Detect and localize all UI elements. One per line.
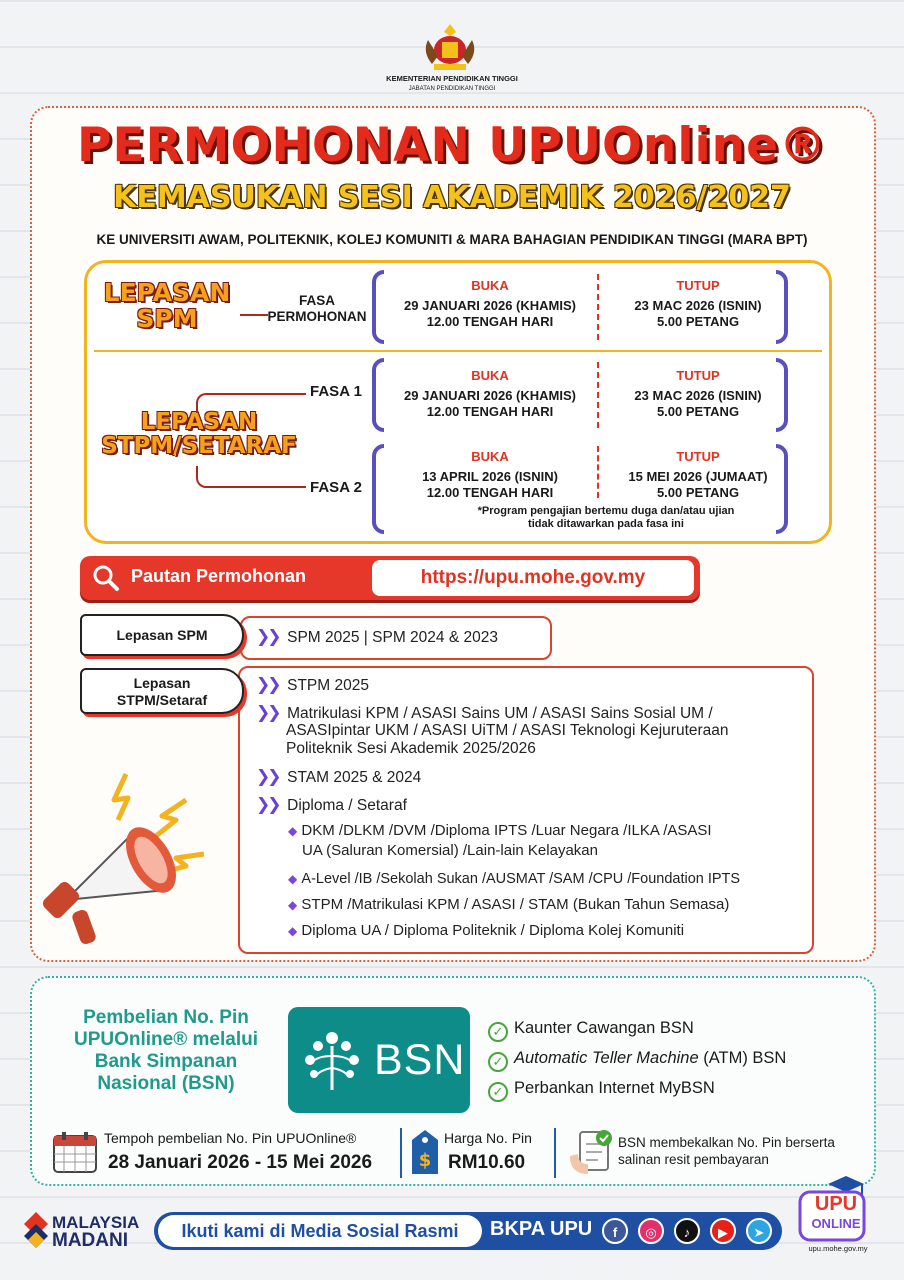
list-item-cont: ASASIpintar UKM / ASASI UiTM / ASASI Tek… — [286, 722, 729, 739]
search-icon — [93, 565, 119, 591]
bracket-left — [372, 444, 384, 534]
tag-lepasan-stpm: LEPASAN STPM/SETARAF — [101, 409, 297, 460]
chevron-right-icon: ❯❯ — [256, 767, 281, 786]
receipt-icon — [570, 1130, 612, 1174]
list-item: ❯❯ STPM 2025 — [256, 675, 369, 695]
tag-qual-stpm: Lepasan STPM/Setaraf — [80, 668, 244, 714]
application-url-link[interactable]: https://upu.mohe.gov.my — [372, 560, 694, 596]
list-item: ❯❯ Matrikulasi KPM / ASASI Sains UM / AS… — [256, 703, 713, 723]
channel-item: ✓Kaunter Cawangan BSN — [488, 1018, 694, 1042]
bracket-right — [776, 358, 788, 432]
diamond-bullet-icon: ◆ — [288, 824, 298, 838]
spm-open: BUKA 29 JANUARI 2026 (KHAMIS) 12.00 TENG… — [404, 278, 576, 329]
ministry-name: KEMENTERIAN PENDIDIKAN TINGGI JABATAN PE… — [386, 74, 518, 92]
list-item: ❯❯ Diploma / Setaraf — [256, 795, 407, 815]
phase-label-fasa2: FASA 2 — [310, 479, 362, 496]
tag-lepasan-spm: LEPASAN SPM — [103, 278, 231, 334]
youtube-icon[interactable]: ▶ — [710, 1218, 736, 1244]
malaysia-madani-logo-icon — [24, 1212, 48, 1248]
dashed-divider — [597, 274, 599, 340]
phase-label-permohonan: FASA PERMOHONAN — [267, 293, 367, 324]
channel-item: ✓Perbankan Internet MyBSN — [488, 1078, 715, 1102]
bracket-left — [372, 358, 384, 432]
bracket-right — [776, 444, 788, 534]
sub-list-item-cont: UA (Saluran Komersial) /Lain-lain Kelaya… — [302, 842, 598, 859]
phase-divider — [94, 350, 822, 352]
check-icon: ✓ — [488, 1022, 508, 1042]
fasa2-open: BUKA 13 APRIL 2026 (ISNIN) 12.00 TENGAH … — [422, 449, 558, 500]
list-item: ❯❯ STAM 2025 & 2024 — [256, 767, 422, 787]
receipt-note: BSN membekalkan No. Pin berserta salinan… — [618, 1135, 835, 1167]
check-icon: ✓ — [488, 1052, 508, 1072]
connector-line-fasa1 — [196, 393, 306, 413]
telegram-icon[interactable]: ➤ — [746, 1218, 772, 1244]
bracket-right — [776, 270, 788, 344]
spm-close: TUTUP 23 MAC 2026 (ISNIN) 5.00 PETANG — [634, 278, 762, 329]
tag-qual-spm: Lepasan SPM — [80, 614, 244, 656]
info-separator — [400, 1128, 402, 1178]
pin-period-label: Tempoh pembelian No. Pin UPUOnline® — [104, 1130, 357, 1146]
bracket-left — [372, 270, 384, 344]
svg-text:$: $ — [419, 1150, 432, 1171]
session-title: KEMASUKAN SESI AKADEMIK 2026/2027 — [113, 180, 791, 215]
facebook-icon[interactable]: f — [602, 1218, 628, 1244]
channel-item: ✓Automatic Teller Machine (ATM) BSN — [488, 1048, 786, 1072]
bsn-tree-icon — [305, 1032, 359, 1090]
link-label: Pautan Permohonan — [131, 566, 307, 586]
institutions-subtitle: KE UNIVERSITI AWAM, POLITEKNIK, KOLEJ KO… — [96, 232, 808, 247]
check-icon: ✓ — [488, 1082, 508, 1102]
phase-label-fasa1: FASA 1 — [310, 383, 362, 400]
social-handle: BKPA UPU — [490, 1218, 593, 1240]
main-title: PERMOHONAN UPUOnline® — [77, 118, 827, 173]
phase-note: *Program pengajian bertemu duga dan/atau… — [477, 505, 735, 530]
chevron-right-icon: ❯❯ — [256, 675, 281, 694]
coat-of-arms-icon — [425, 24, 475, 70]
chevron-right-icon: ❯❯ — [256, 627, 281, 646]
chevron-right-icon: ❯❯ — [256, 703, 281, 722]
fasa1-close: TUTUP 23 MAC 2026 (ISNIN) 5.00 PETANG — [634, 368, 762, 419]
pin-period-value: 28 Januari 2026 - 15 Mei 2026 — [108, 1152, 373, 1173]
diamond-bullet-icon: ◆ — [288, 872, 298, 886]
sub-list-item: ◆ DKM /DLKM /DVM /Diploma IPTS /Luar Neg… — [288, 822, 712, 839]
fasa2-close: TUTUP 15 MEI 2026 (JUMAAT) 5.00 PETANG — [628, 449, 768, 500]
dashed-divider — [597, 446, 599, 498]
upu-online-logo-icon — [798, 1176, 866, 1242]
sub-list-item: ◆ STPM /Matrikulasi KPM / ASASI / STAM (… — [288, 896, 730, 913]
price-tag-icon: $ — [412, 1130, 438, 1174]
list-item-cont: Politeknik Sesi Akademik 2025/2026 — [286, 740, 536, 757]
info-separator — [554, 1128, 556, 1178]
stpm-qualification-box — [238, 666, 814, 954]
fasa1-open: BUKA 29 JANUARI 2026 (KHAMIS) 12.00 TENG… — [404, 368, 576, 419]
malaysia-madani-logo: MALAYSIA MADANI — [52, 1213, 140, 1251]
upu-online-logo: UPU ONLINE — [811, 1193, 861, 1231]
connector-line — [240, 314, 268, 316]
sub-list-item: ◆ Diploma UA / Diploma Politeknik / Dipl… — [288, 922, 685, 939]
calendar-icon — [53, 1132, 97, 1173]
pin-purchase-title: Pembelian No. Pin UPUOnline® melalui Ban… — [74, 1007, 258, 1094]
diamond-bullet-icon: ◆ — [288, 924, 298, 938]
megaphone-icon — [42, 772, 205, 945]
diamond-bullet-icon: ◆ — [288, 898, 298, 912]
phase-schedule-box — [84, 260, 832, 544]
chevron-right-icon: ❯❯ — [256, 795, 281, 814]
tiktok-icon[interactable]: ♪ — [674, 1218, 700, 1244]
pin-price-value: RM10.60 — [448, 1152, 526, 1173]
pin-price-label: Harga No. Pin — [444, 1130, 532, 1146]
upu-url: upu.mohe.gov.my — [808, 1244, 868, 1253]
spm-qualification-row: ❯❯ SPM 2025 | SPM 2024 & 2023 — [256, 627, 498, 647]
bsn-logo — [288, 1007, 470, 1113]
dashed-divider — [597, 362, 599, 428]
connector-line-fasa2 — [196, 466, 306, 488]
follow-us-text: Ikuti kami di Media Sosial Rasmi — [158, 1215, 482, 1247]
instagram-icon[interactable]: ◎ — [638, 1218, 664, 1244]
sub-list-item: ◆ A-Level /IB /Sekolah Sukan /AUSMAT /SA… — [288, 871, 741, 887]
bsn-logo-text: BSN — [374, 1036, 466, 1084]
